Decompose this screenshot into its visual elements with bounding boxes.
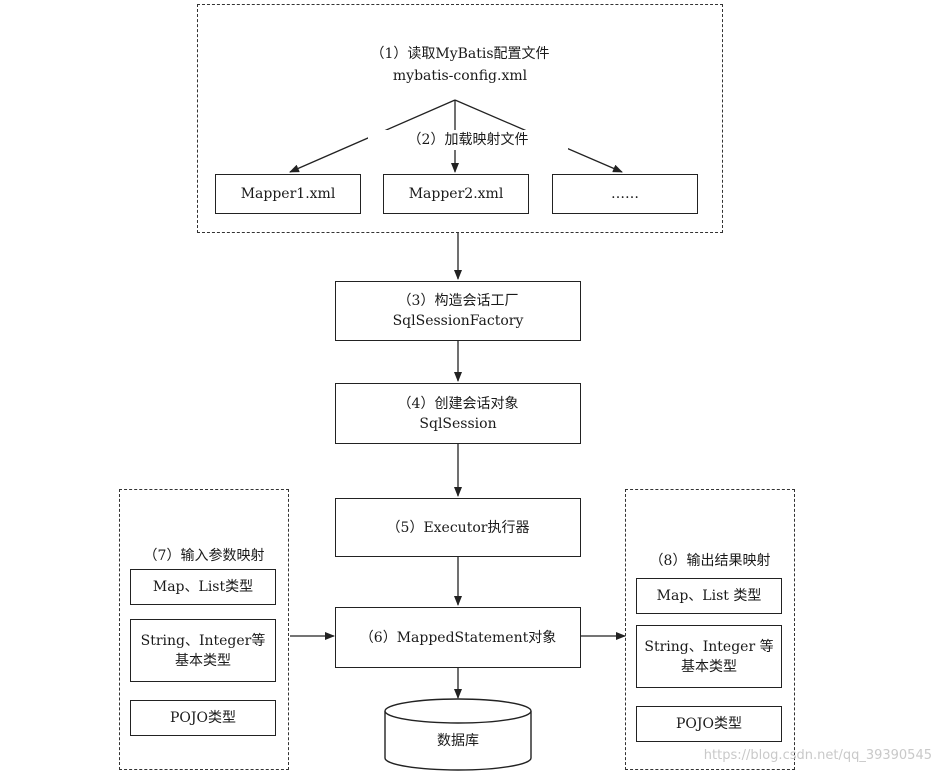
mapped-statement-box: （6）MappedStatement对象 (335, 607, 581, 668)
mapped-statement-label: （6）MappedStatement对象 (359, 629, 557, 646)
input-string-integer-label: String、Integer等 (140, 632, 266, 649)
output-basic-types-box: String、Integer 等 基本类型 (636, 625, 782, 688)
output-string-integer-label: String、Integer 等 (644, 638, 774, 655)
config-file-label: mybatis-config.xml (392, 68, 528, 84)
input-basic-types-label: 基本类型 (175, 652, 231, 669)
config-step-label: （1）读取MyBatis配置文件 (370, 46, 550, 62)
watermark: https://blog.csdn.net/qq_39390545 (703, 748, 932, 763)
factory-step-label: （3）构造会话工厂 (397, 293, 519, 309)
input-mapping-region (119, 489, 289, 770)
input-pojo-label: POJO类型 (170, 710, 236, 726)
session-box: （4）创建会话对象 SqlSession (335, 383, 581, 444)
load-mappers-label: （2）加载映射文件 (368, 130, 568, 150)
output-basic-types-label: 基本类型 (681, 658, 737, 675)
more-mappers-box: …… (552, 174, 698, 214)
input-pojo-box: POJO类型 (130, 700, 276, 736)
input-map-list-box: Map、List类型 (130, 569, 276, 605)
session-name-label: SqlSession (419, 415, 497, 432)
database-cylinder (384, 698, 532, 771)
config-region (197, 4, 723, 233)
input-basic-types-box: String、Integer等 基本类型 (130, 619, 276, 682)
database-label: 数据库 (437, 733, 479, 749)
mapper2-box: Mapper2.xml (383, 174, 529, 214)
more-mappers-label: …… (611, 186, 639, 202)
mapper1-box: Mapper1.xml (215, 174, 361, 214)
output-pojo-box: POJO类型 (636, 706, 782, 742)
output-map-list-box: Map、List 类型 (636, 578, 782, 614)
output-map-list-label: Map、List 类型 (656, 588, 762, 604)
executor-step-label: （5）Executor执行器 (386, 519, 530, 536)
output-mapping-title: （8）输出结果映射 (649, 553, 771, 569)
input-map-list-label: Map、List类型 (152, 579, 254, 595)
output-mapping-region (625, 489, 795, 770)
mapper2-label: Mapper2.xml (408, 186, 504, 202)
factory-name-label: SqlSessionFactory (392, 313, 524, 329)
factory-box: （3）构造会话工厂 SqlSessionFactory (335, 281, 581, 341)
mapper1-label: Mapper1.xml (240, 186, 336, 202)
session-step-label: （4）创建会话对象 (397, 395, 519, 412)
executor-box: （5）Executor执行器 (335, 498, 581, 557)
output-pojo-label: POJO类型 (676, 716, 742, 732)
input-mapping-title: （7）输入参数映射 (143, 548, 265, 564)
